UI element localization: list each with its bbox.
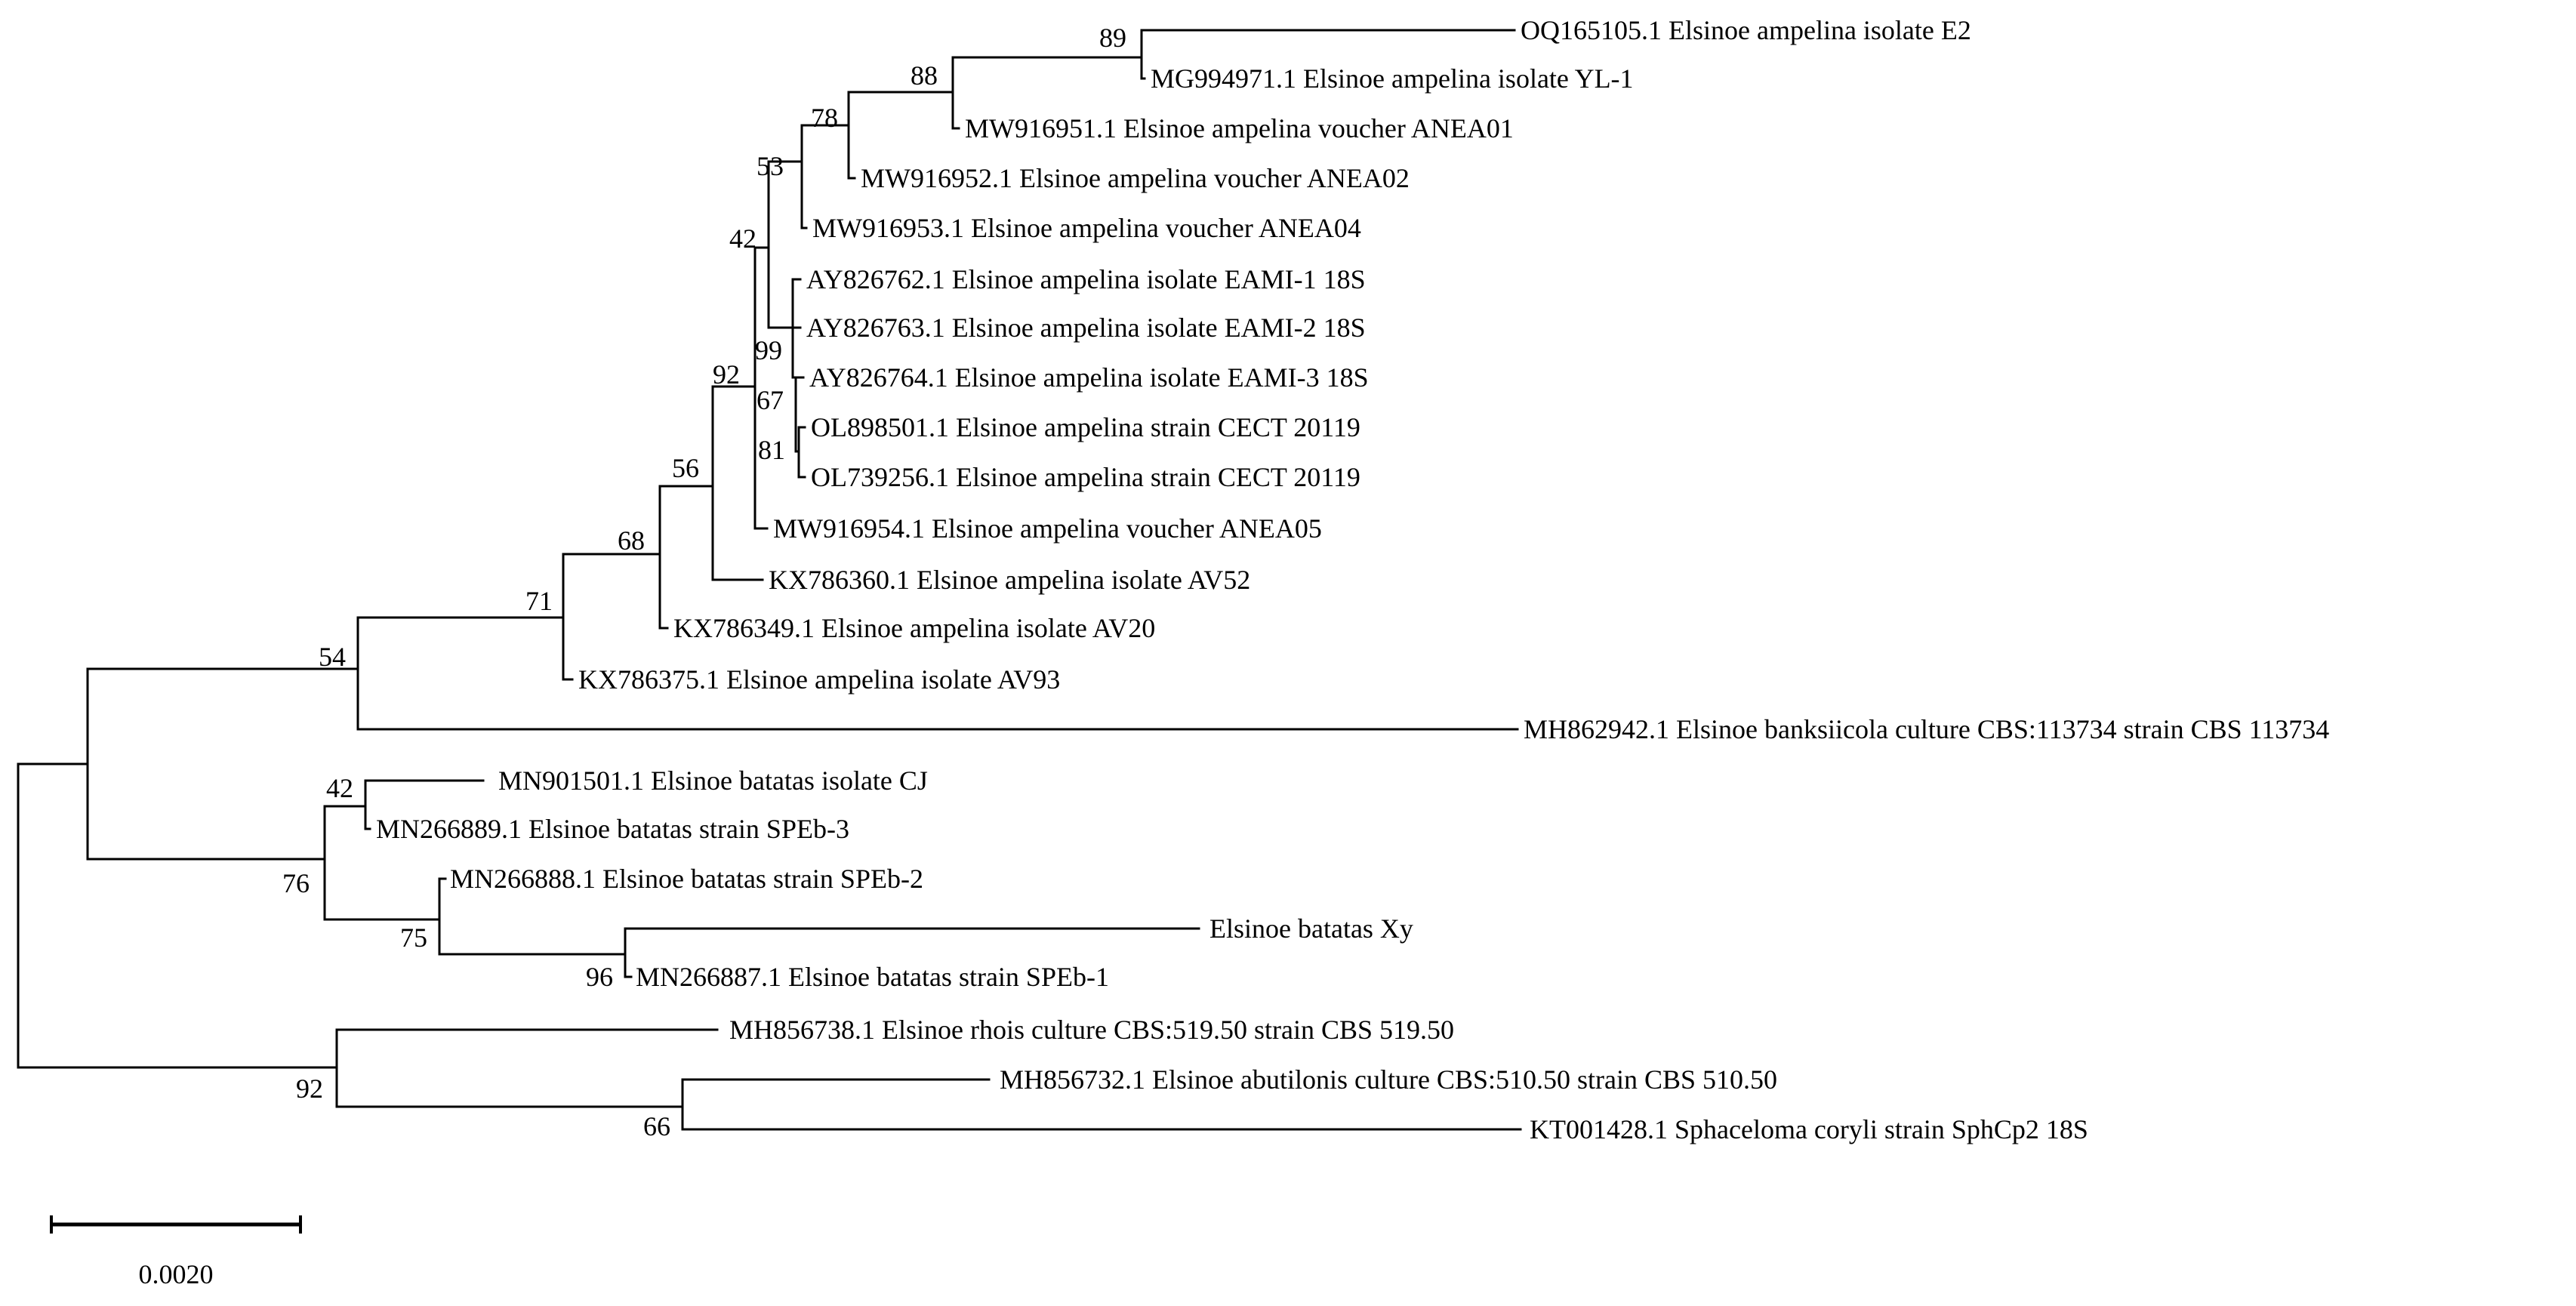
support-value: 66 (643, 1111, 670, 1141)
taxon-label: MN266888.1 Elsinoe batatas strain SPEb-2 (450, 864, 923, 894)
support-value: 67 (756, 385, 784, 415)
taxon-label: KX786360.1 Elsinoe ampelina isolate AV52 (769, 565, 1250, 595)
support-value: 76 (282, 868, 310, 898)
support-value: 42 (326, 773, 353, 803)
support-value: 78 (811, 103, 838, 133)
taxon-label: MH862942.1 Elsinoe banksiicola culture C… (1524, 714, 2329, 744)
support-value: 54 (319, 642, 346, 672)
taxon-label: OL739256.1 Elsinoe ampelina strain CECT … (811, 462, 1360, 492)
support-value: 92 (713, 359, 740, 390)
taxon-label: AY826762.1 Elsinoe ampelina isolate EAMI… (806, 264, 1366, 294)
support-value: 89 (1099, 23, 1126, 53)
taxon-label: MW916951.1 Elsinoe ampelina voucher ANEA… (965, 113, 1514, 143)
taxon-label: AY826763.1 Elsinoe ampelina isolate EAMI… (806, 313, 1366, 343)
support-value: 53 (756, 151, 784, 181)
taxon-label: MW916954.1 Elsinoe ampelina voucher ANEA… (773, 513, 1322, 544)
scale-bar: 0.0020 (50, 1215, 302, 1289)
support-value: 96 (586, 962, 613, 992)
taxon-label: Elsinoe batatas Xy (1209, 913, 1413, 944)
support-value: 42 (729, 223, 756, 254)
support-value: 81 (758, 435, 785, 465)
taxon-label: MG994971.1 Elsinoe ampelina isolate YL-1 (1151, 63, 1634, 94)
support-values: 89 88 78 53 42 99 67 81 92 56 68 71 54 4… (282, 23, 1126, 1141)
taxon-labels: OQ165105.1 Elsinoe ampelina isolate E2 M… (376, 15, 2329, 1144)
taxon-label: MH856738.1 Elsinoe rhois culture CBS:519… (729, 1015, 1454, 1045)
scale-bar-label: 0.0020 (139, 1259, 214, 1289)
taxon-label: KX786375.1 Elsinoe ampelina isolate AV93 (578, 664, 1060, 695)
taxon-label: OL898501.1 Elsinoe ampelina strain CECT … (811, 412, 1360, 442)
support-value: 75 (400, 923, 427, 953)
taxon-label: MH856732.1 Elsinoe abutilonis culture CB… (1000, 1064, 1777, 1095)
taxon-label: MN266889.1 Elsinoe batatas strain SPEb-3 (376, 814, 849, 844)
taxon-label: MN266887.1 Elsinoe batatas strain SPEb-1 (636, 962, 1109, 992)
taxon-label: KT001428.1 Sphaceloma coryli strain SphC… (1530, 1114, 2088, 1144)
support-value: 68 (618, 525, 645, 556)
support-value: 99 (755, 335, 782, 365)
taxon-label: AY826764.1 Elsinoe ampelina isolate EAMI… (809, 362, 1369, 393)
taxon-label: OQ165105.1 Elsinoe ampelina isolate E2 (1521, 15, 1971, 45)
support-value: 56 (672, 453, 699, 483)
support-value: 88 (911, 60, 938, 91)
taxon-label: MN901501.1 Elsinoe batatas isolate CJ (498, 765, 928, 796)
taxon-label: MW916953.1 Elsinoe ampelina voucher ANEA… (812, 213, 1361, 243)
tree-branches (17, 29, 1522, 1131)
taxon-label: KX786349.1 Elsinoe ampelina isolate AV20 (673, 613, 1155, 643)
support-value: 92 (296, 1073, 323, 1104)
support-value: 71 (525, 586, 553, 616)
taxon-label: MW916952.1 Elsinoe ampelina voucher ANEA… (861, 163, 1410, 193)
